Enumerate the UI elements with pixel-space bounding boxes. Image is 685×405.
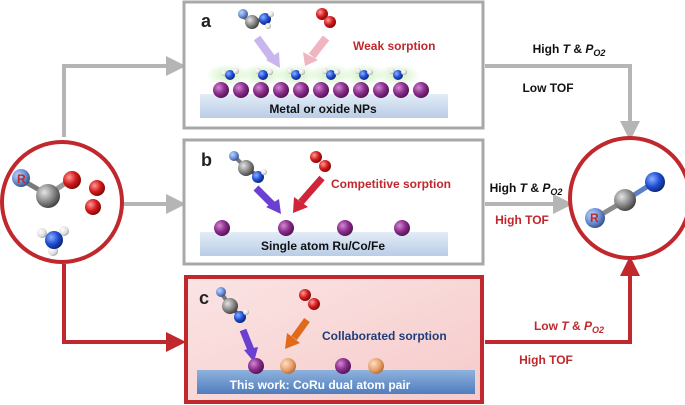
nitrogen-atom [45,231,63,249]
single-atom-row [214,220,410,236]
panel-b: b Competitive sorption Single atom Ru/Co… [182,138,485,266]
panel-c-letter: c [199,288,209,308]
panel-c-support-label: This work: CoRu dual atom pair [230,378,411,392]
carbon-atom [36,184,60,208]
adsorption-arrow [308,35,330,59]
oxygen-atom [324,16,336,28]
oxygen-atom [316,8,328,20]
panel-a: a Weak sorption [182,0,485,130]
oxygen-atom [85,199,101,215]
tof-b-label: High TOF [495,213,549,227]
adsorption-arrow [253,35,277,63]
conditions-a: High T & PO2 Low TOF [522,42,605,95]
oxygen-atom [63,171,81,189]
r-atom [12,169,30,187]
metal-nanoparticle-row [213,82,429,98]
hydrogen-atom [265,23,271,29]
panel-b-support-label: Single atom Ru/Co/Fe [261,239,385,253]
condition-a-label: High T & PO2 [533,42,606,58]
carbon-atom [614,189,636,211]
arrow-panel-c-to-product [485,256,640,344]
panel-c: c Collaborated sorption This work: CoRu … [184,275,484,404]
oxygen-atom [308,298,320,310]
oxygen-atom [89,180,105,196]
reactant-r-label: R [17,172,26,186]
nitrogen-atom [645,172,665,192]
carbon-atom [238,160,254,176]
nitrogen-atom [259,13,271,25]
carbon-atom [245,15,259,29]
oxygen-atom [319,160,331,172]
oxygen-atom [310,151,322,163]
panel-b-support [200,232,448,256]
adsorption-arrow [298,175,325,205]
carbon-atom [222,298,238,314]
panel-b-letter: b [201,150,212,170]
arrow-to-panel-c [62,264,186,352]
conditions-b: High T & PO2 High TOF [490,181,563,227]
condition-c-label: Low T & PO2 [534,319,604,335]
oxygen-atom [299,289,311,301]
hydrogen-atom [261,169,267,175]
arrow-panel-a-to-product [485,64,640,141]
dual-atom-row [248,358,384,374]
panel-a-support [200,94,448,118]
product-r-label: R [590,211,599,225]
tof-c-label: High TOF [519,353,573,367]
conditions-c: Low T & PO2 High TOF [519,319,604,367]
adsorbed-species [221,68,407,80]
reactant-circle [0,140,124,264]
hydrogen-atom [243,309,249,315]
reactant-group: R [0,140,124,264]
r-atom [229,151,239,161]
adsorption-arrow [291,317,310,341]
panel-c-sorption: Collaborated sorption [322,329,447,343]
panel-a-support-label: Metal or oxide NPs [269,102,377,116]
r-atom [216,287,226,297]
nitrogen-atom [252,171,264,183]
adsorption-arrow [253,185,277,209]
panel-c-support [197,370,475,394]
r-atom [238,9,248,19]
panel-b-sorption: Competitive sorption [331,177,451,191]
panel-a-letter: a [201,11,212,31]
hydrogen-atom [59,226,69,236]
tof-a-label: Low TOF [522,81,573,95]
condition-b-label: High T & PO2 [490,181,563,197]
r-atom [585,208,605,228]
hydrogen-atom [37,228,47,238]
arrow-to-panel-a [62,56,186,137]
nitrogen-atom [234,311,246,323]
flow-arrows [62,56,640,352]
adsorption-arrow [239,328,255,352]
hydrogen-atom [268,11,274,17]
panel-a-sorption: Weak sorption [353,39,435,53]
product-group: R [568,136,685,260]
